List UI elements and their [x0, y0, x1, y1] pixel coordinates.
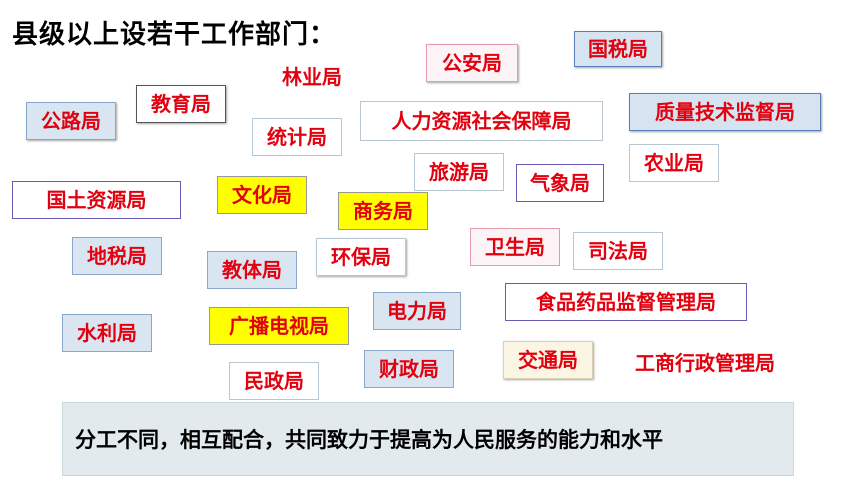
summary-text: 分工不同，相互配合，共同致力于提高为人民服务的能力和水平	[75, 428, 663, 452]
dept-dishui: 地税局	[72, 237, 162, 275]
dept-jiaoyu: 教育局	[136, 85, 226, 123]
dept-wenhua: 文化局	[217, 176, 307, 214]
dept-guangbo: 广播电视局	[209, 307, 349, 345]
dept-gongshang: 工商行政管理局	[635, 351, 775, 375]
dept-jiaotong: 交通局	[503, 341, 593, 379]
dept-guoshui: 国税局	[574, 31, 662, 67]
dept-minzheng: 民政局	[229, 362, 319, 400]
dept-nongye: 农业局	[629, 144, 719, 182]
dept-shangwu: 商务局	[338, 192, 428, 230]
dept-weisheng: 卫生局	[470, 228, 560, 266]
dept-dianli: 电力局	[373, 292, 461, 330]
page-title: 县级以上设若干工作部门：	[12, 20, 337, 50]
dept-caizheng: 财政局	[364, 350, 454, 388]
dept-sifa: 司法局	[573, 232, 663, 270]
dept-renli: 人力资源社会保障局	[360, 101, 603, 141]
dept-jiaoti: 教体局	[207, 251, 297, 289]
dept-huanbao: 环保局	[316, 238, 406, 276]
dept-guotu: 国土资源局	[12, 181, 181, 219]
dept-shuili: 水利局	[62, 314, 152, 352]
dept-lvyou: 旅游局	[414, 153, 504, 191]
dept-gongan: 公安局	[426, 44, 518, 82]
dept-gonglu: 公路局	[26, 102, 116, 140]
dept-qixiang: 气象局	[516, 164, 604, 202]
summary-banner: 分工不同，相互配合，共同致力于提高为人民服务的能力和水平	[62, 402, 794, 476]
dept-tongji: 统计局	[252, 118, 342, 156]
dept-shipin: 食品药品监督管理局	[505, 283, 747, 321]
dept-zhiliang: 质量技术监督局	[629, 93, 821, 131]
dept-linye: 林业局	[282, 65, 342, 89]
